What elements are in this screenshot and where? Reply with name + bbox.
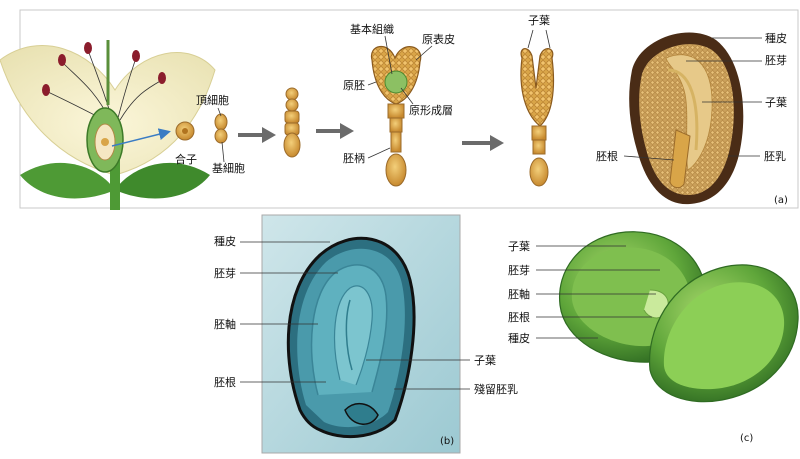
label-zygote: 合子	[175, 152, 197, 166]
label-radicle-c: 胚根	[508, 310, 530, 324]
label-suspensor: 胚柄	[343, 152, 365, 165]
label-hypocotyl-b: 胚軸	[214, 317, 236, 331]
two-cell-embryo	[215, 114, 227, 143]
label-proembryo: 原胚	[343, 79, 365, 92]
label-cotyledon-a: 子葉	[765, 95, 787, 109]
label-cotyledon-top: 子葉	[528, 13, 550, 27]
label-plumule-c: 胚芽	[508, 263, 530, 277]
label-radicle-a: 胚根	[596, 149, 618, 163]
label-cotyledon-b: 子葉	[474, 353, 496, 367]
panel-label-a: (a)	[774, 195, 788, 206]
label-plumule-b: 胚芽	[214, 266, 236, 280]
label-endosperm-a: 胚乳	[764, 150, 786, 163]
label-hypocotyl-c: 胚軸	[508, 287, 530, 301]
label-seed-coat-c: 種皮	[508, 331, 530, 345]
label-cotyledon-c: 子葉	[508, 239, 530, 253]
panel-label-b: (b)	[440, 436, 454, 447]
label-protoderm: 原表皮	[422, 32, 455, 46]
label-seed-coat-a: 種皮	[765, 31, 787, 45]
label-residual-endosperm-b: 殘留胚乳	[474, 382, 518, 396]
label-radicle-b: 胚根	[214, 375, 236, 389]
label-plumule-a: 胚芽	[765, 53, 787, 67]
micrograph-seed-section	[288, 238, 414, 436]
label-procambium: 原形成層	[409, 104, 453, 117]
label-seed-coat-b: 種皮	[214, 234, 236, 248]
label-ground-tissue: 基本組織	[350, 22, 394, 36]
label-basal-cell: 基細胞	[212, 162, 245, 175]
label-apical-cell: 頂細胞	[196, 94, 229, 107]
zygote-cell	[176, 122, 194, 140]
panel-label-c: (c)	[740, 433, 753, 444]
